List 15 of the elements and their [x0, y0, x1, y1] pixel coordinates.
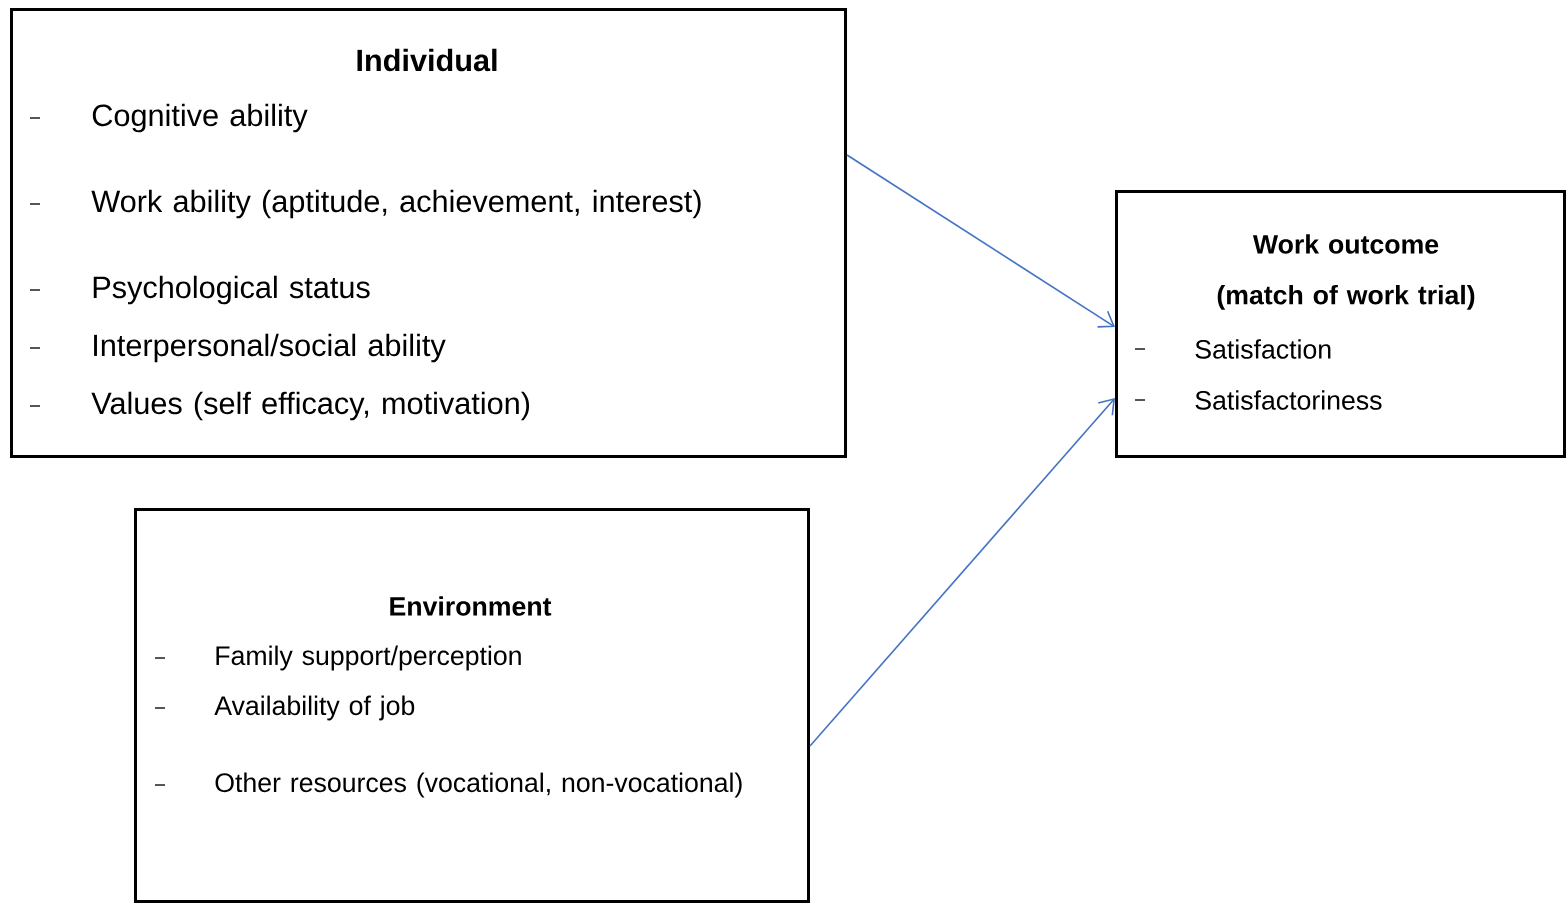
- heading: Environment: [390, 596, 552, 616]
- list-item: Interpersonal/social ability: [29, 333, 446, 363]
- list-item: Satisfactoriness: [1134, 390, 1382, 410]
- arrow: [846, 154, 1115, 328]
- heading: Individual: [357, 48, 497, 72]
- list-item: Family support/perception: [154, 645, 521, 671]
- list-item: Other resources (vocational, non-vocational): [154, 772, 742, 798]
- arrow: [809, 398, 1115, 747]
- heading: Work outcome (match of work trial): [1217, 234, 1475, 310]
- list-item: Psychological status: [29, 275, 370, 305]
- list-item: Work ability (aptitude, achievement, interest): [29, 189, 701, 219]
- list-item: Values (self efficacy, motivation): [29, 391, 530, 421]
- list-item: Satisfaction: [1134, 339, 1331, 359]
- list-item: Cognitive ability: [29, 103, 308, 133]
- list-item: Availability of job: [154, 695, 415, 721]
